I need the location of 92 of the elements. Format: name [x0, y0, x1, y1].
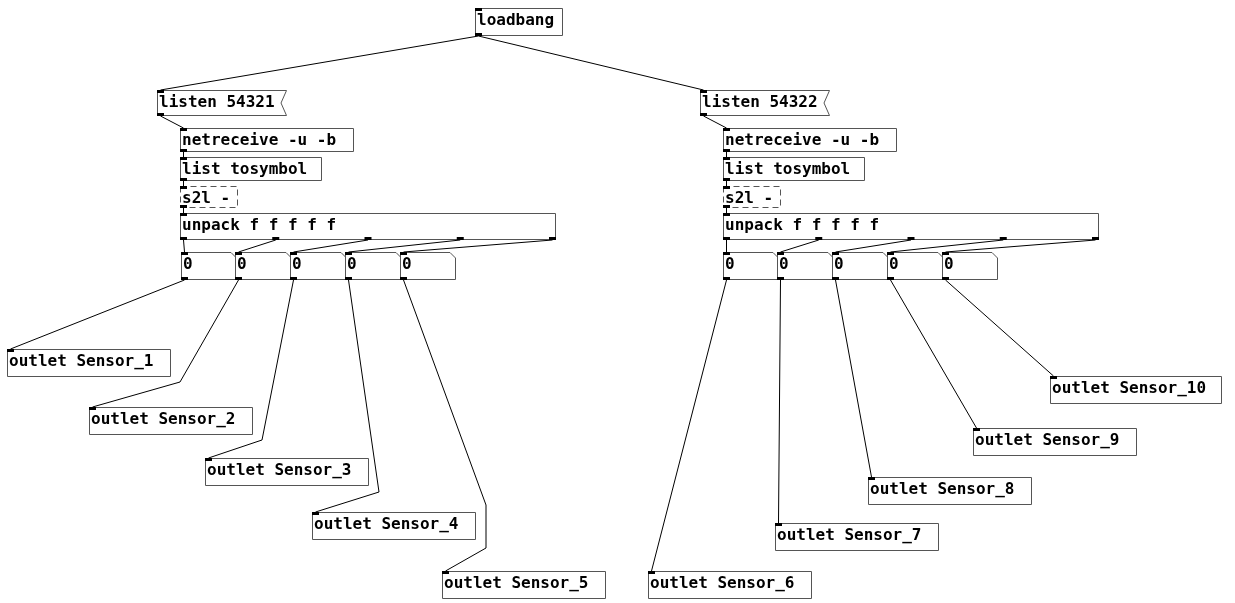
number-value: 0 [183, 254, 193, 274]
object-text: netreceive -u -b [182, 130, 337, 150]
patch-cord [835, 279, 872, 478]
object-box [1050, 376, 1222, 404]
patch-cord [945, 279, 1054, 377]
number-box [777, 252, 834, 280]
object-text: outlet Sensor_1 [9, 351, 154, 371]
message-box [700, 90, 830, 116]
object-box [475, 8, 563, 36]
patch-cord [780, 239, 820, 253]
patch-cord [92, 279, 239, 408]
object-text: list tosymbol [725, 159, 851, 179]
broken-object-box [723, 186, 781, 208]
patch-cord [478, 35, 704, 91]
number-value: 0 [834, 254, 844, 274]
object-text: outlet Sensor_2 [91, 409, 236, 429]
object-text: netreceive -u -b [725, 130, 880, 150]
patch-cord [10, 279, 185, 350]
object-box [180, 157, 322, 181]
number-value: 0 [725, 254, 735, 274]
number-value: 0 [889, 254, 899, 274]
object-text: outlet Sensor_7 [777, 525, 922, 545]
object-text: outlet Sensor_8 [870, 479, 1015, 499]
object-text: s2l - [725, 188, 774, 208]
object-box [648, 571, 812, 599]
number-box [345, 252, 402, 280]
object-text: outlet Sensor_9 [975, 430, 1120, 450]
patch-cord [183, 180, 184, 187]
patch-cord [183, 207, 184, 214]
patch-cord [890, 279, 977, 429]
object-text: listen 54321 [159, 92, 275, 112]
patch-cord [208, 279, 294, 459]
patch-cord [726, 239, 727, 253]
object-box [775, 523, 939, 551]
object-text: outlet Sensor_4 [314, 514, 459, 534]
object-box [180, 128, 354, 152]
number-box [290, 252, 347, 280]
broken-object-box [180, 186, 238, 208]
patch-cord [238, 239, 277, 253]
object-box [973, 428, 1137, 456]
number-value: 0 [944, 254, 954, 274]
object-box [442, 571, 606, 599]
object-text: unpack f f f f f [725, 215, 880, 235]
patch-cord [348, 239, 461, 253]
patch-cord [726, 180, 727, 187]
number-box [181, 252, 237, 280]
number-box [887, 252, 944, 280]
object-text: outlet Sensor_5 [444, 573, 589, 593]
object-box [180, 213, 556, 240]
number-value: 0 [402, 254, 412, 274]
patch-cord [183, 151, 184, 158]
object-text: outlet Sensor_3 [207, 460, 352, 480]
number-value: 0 [292, 254, 302, 274]
object-text: s2l - [182, 188, 231, 208]
number-box [723, 252, 779, 280]
object-text: loadbang [477, 10, 555, 30]
object-box [7, 349, 171, 377]
patch-cord [315, 279, 380, 513]
patch-cord [726, 151, 727, 158]
object-text: list tosymbol [182, 159, 308, 179]
number-box [400, 252, 456, 280]
patch-cord [778, 279, 781, 524]
patch-cord [403, 279, 487, 572]
patch-cord [890, 239, 1004, 253]
patch-cord [703, 115, 727, 129]
patch-cord [651, 279, 727, 572]
number-value: 0 [347, 254, 357, 274]
patch-cord [945, 239, 1096, 253]
object-box [723, 128, 897, 152]
number-value: 0 [779, 254, 789, 274]
patch-cord [183, 239, 185, 253]
patch-cord [403, 239, 553, 253]
object-box [868, 477, 1032, 505]
object-text: outlet Sensor_6 [650, 573, 795, 593]
object-text: outlet Sensor_10 [1052, 378, 1207, 398]
object-text: unpack f f f f f [182, 215, 337, 235]
object-box [723, 213, 1099, 240]
patch-cord [160, 115, 184, 129]
number-box [832, 252, 889, 280]
patch-cord [160, 35, 479, 91]
object-box [89, 407, 253, 435]
number-box [235, 252, 292, 280]
object-box [723, 157, 865, 181]
object-text: listen 54322 [702, 92, 818, 112]
message-box [157, 90, 287, 116]
patch-cord [835, 239, 912, 253]
number-box [942, 252, 998, 280]
object-box [205, 458, 369, 486]
number-value: 0 [237, 254, 247, 274]
object-box [312, 512, 476, 540]
patch-cord [293, 239, 369, 253]
patch-cord [726, 207, 727, 214]
